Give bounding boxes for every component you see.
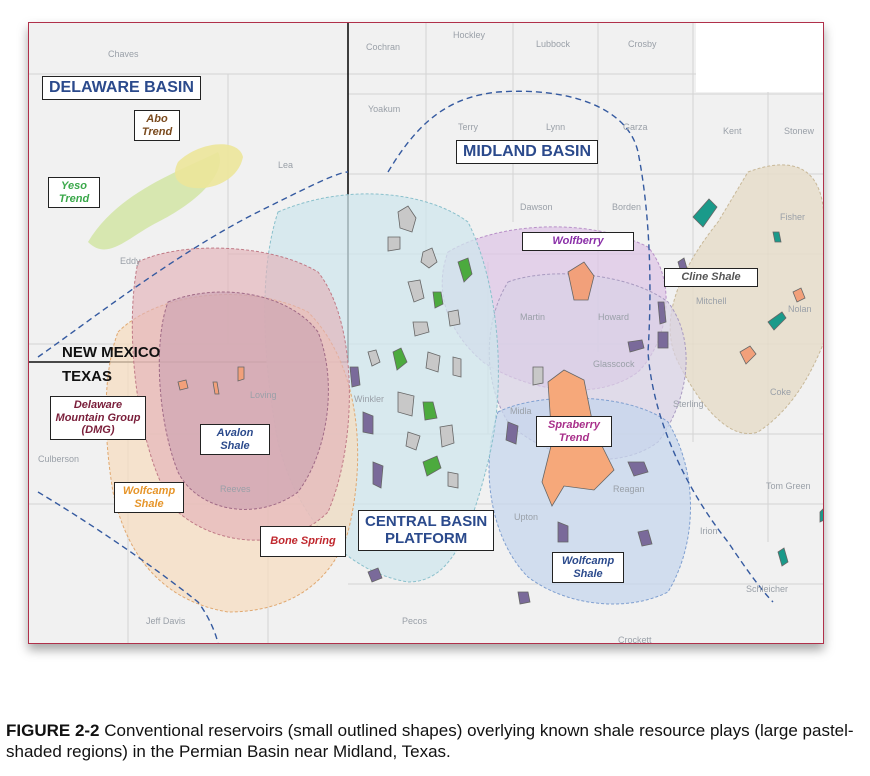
cline-shale-region — [669, 164, 824, 434]
white-corner — [696, 22, 824, 92]
midland-basin-label: MIDLAND BASIN — [456, 140, 598, 165]
avalon-shale-region — [158, 291, 329, 510]
county-label: Jeff Davis — [146, 616, 186, 626]
county-label: Reeves — [220, 484, 251, 494]
county-label: Pecos — [402, 616, 428, 626]
bone-spring-label: Bone Spring — [260, 526, 346, 557]
caption-text: Conventional reservoirs (small outlined … — [6, 721, 854, 762]
wolfberry-label: Wolfberry — [522, 232, 634, 251]
county-label: Schleicher — [746, 584, 788, 594]
shale-plays — [88, 144, 824, 613]
county-label: Tom Green — [766, 481, 811, 491]
figure-caption: FIGURE 2-2 Conventional reservoirs (smal… — [6, 720, 866, 763]
map-figure: Chaves Cochran Hockley Lubbock Crosby Yo… — [28, 22, 824, 644]
abo-trend-region — [175, 144, 243, 189]
county-label: Stonew — [784, 126, 815, 136]
county-label: Lynn — [546, 122, 565, 132]
county-label: Crosby — [628, 39, 657, 49]
county-label: Culberson — [38, 454, 79, 464]
county-label: Sterling — [673, 399, 704, 409]
county-label: Reagan — [613, 484, 645, 494]
county-label: Cochran — [366, 42, 400, 52]
county-label: Crockett — [618, 635, 652, 644]
new-mexico-label: NEW MEXICO — [62, 344, 161, 361]
county-label: Kent — [723, 126, 742, 136]
county-label: Lubbock — [536, 39, 571, 49]
county-label: Garza — [623, 122, 648, 132]
county-label: Eddy — [120, 256, 141, 266]
wolfcamp-east-region — [488, 397, 691, 605]
county-label: Mitchell — [696, 296, 727, 306]
county-label: Borden — [612, 202, 641, 212]
county-label: Lea — [278, 160, 293, 170]
county-label: Midla — [510, 406, 532, 416]
county-label: Chaves — [108, 49, 139, 59]
county-label: Dawson — [520, 202, 553, 212]
county-label: Glasscock — [593, 359, 635, 369]
county-label: Nolan — [788, 304, 812, 314]
caption-label: FIGURE 2-2 — [6, 721, 100, 740]
county-label: Howard — [598, 312, 629, 322]
county-label: Winkler — [354, 394, 384, 404]
county-label: Martin — [520, 312, 545, 322]
delaware-basin-label: DELAWARE BASIN — [42, 76, 201, 101]
texas-label: TEXAS — [62, 368, 113, 385]
county-labels: Chaves Cochran Hockley Lubbock Crosby Yo… — [38, 30, 815, 644]
basin-dashed-outline — [37, 90, 774, 644]
county-label: Fisher — [780, 212, 805, 222]
county-label: Yoakum — [368, 104, 400, 114]
county-label: Terry — [458, 122, 478, 132]
county-label: Hockley — [453, 30, 486, 40]
county-label: Irion — [700, 526, 718, 536]
cline-shale-label: Cline Shale — [664, 268, 758, 287]
county-label: Coke — [770, 387, 791, 397]
county-label: Loving — [250, 390, 277, 400]
county-label: Upton — [514, 512, 538, 522]
